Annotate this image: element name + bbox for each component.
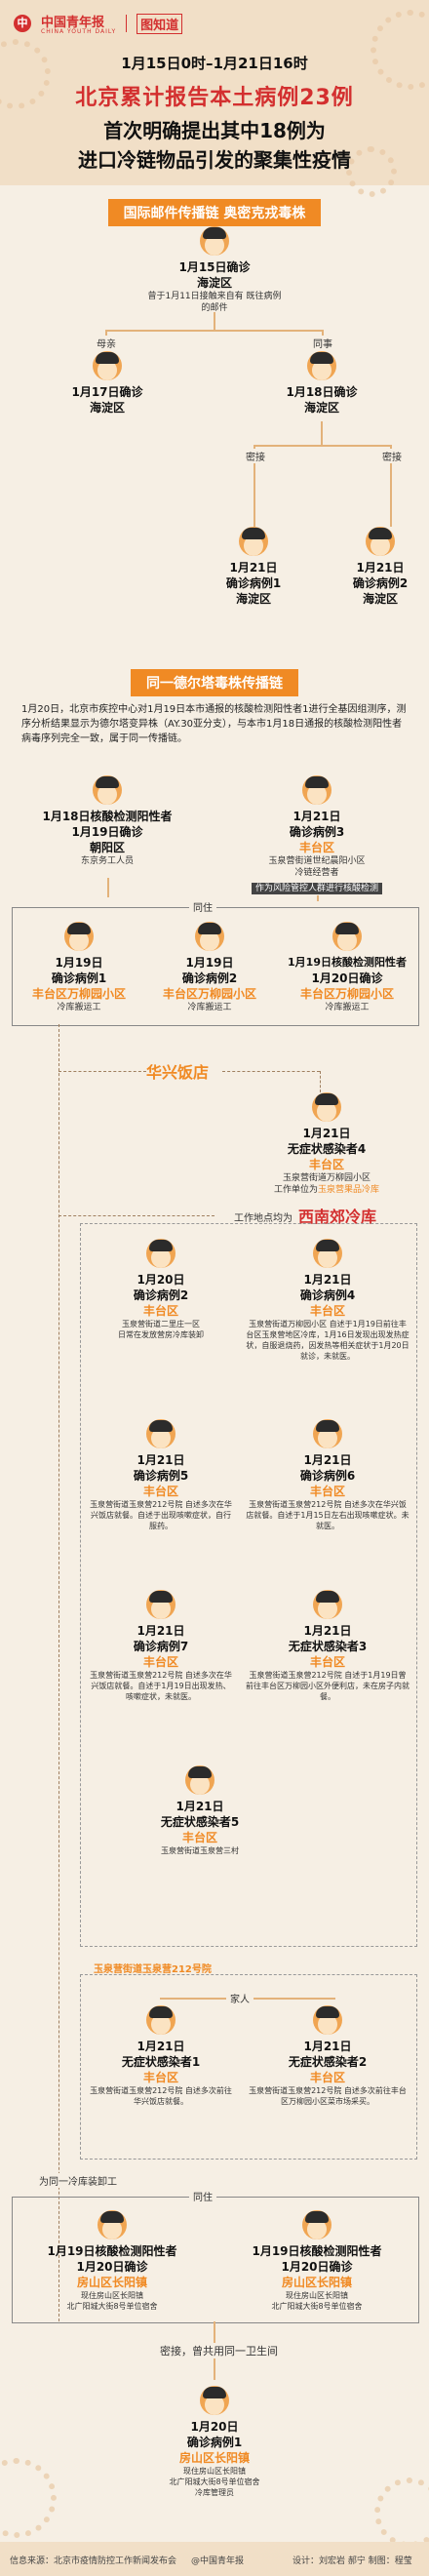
person-avatar-icon [313, 1239, 342, 1268]
footer-credit: 设计：刘宏岩 郝宁 制图：程莹 [292, 2556, 412, 2566]
case-node-wanliu-2: 1月19日 确诊病例2 丰台区万柳园小区 冷库搬运工 [146, 922, 273, 1013]
section-banner-mail-chain: 国际邮件传播链 奥密克戎毒株 [0, 199, 429, 226]
virus-decoration-icon [0, 2458, 57, 2538]
case-node-confirmed-4: 1月21日 确诊病例4 丰台区 玉泉营街道万柳园小区 自述于1月19日前往丰台区… [246, 1239, 410, 1362]
branch-dashed-line [320, 1071, 321, 1092]
footer-source: 信息来源：北京市疫情防控工作新闻发布会 [10, 2556, 177, 2566]
work-label: 工作地点均为 [230, 1209, 296, 1224]
person-avatar-icon [146, 2005, 176, 2035]
person-avatar-icon [93, 351, 122, 380]
person-avatar-icon [366, 527, 395, 556]
connector-line [254, 445, 392, 447]
branch-dashed-line [58, 1071, 146, 1072]
person-avatar-icon [146, 1419, 176, 1448]
person-avatar-icon [195, 922, 224, 951]
virus-decoration-icon [374, 2477, 429, 2548]
person-avatar-icon [64, 922, 94, 951]
brand-logo: 中 中国青年报 CHINA YOUTH DAILY 图知道 [14, 12, 183, 35]
person-avatar-icon [185, 1765, 214, 1795]
date-range: 1月15日0时–1月21日16时 [121, 55, 308, 72]
case-node-fangshan-3: 1月20日 确诊病例1 房山区长阳镇 现住房山区长阳镇 北广阳城大街8号单位宿舍… [127, 2386, 302, 2498]
case-node-confirmed-7: 1月21日 确诊病例7 丰台区 玉泉营街道玉泉营212号院 自述多次在华兴饭店就… [88, 1590, 234, 1702]
footer-weibo: @中国青年报 [191, 2556, 245, 2566]
person-avatar-icon [98, 2210, 127, 2239]
case-node-fangshan-2: 1月19日核酸检测阳性者 1月20日确诊 房山区长阳镇 现住房山区长阳镇 北广阳… [224, 2210, 410, 2312]
relation-label: 同住 [189, 2189, 216, 2203]
location-xinanjiao: 西南郊冷库 [298, 1208, 377, 1226]
relation-label: 同住 [189, 899, 216, 914]
trunk-dashed-line [58, 1024, 59, 2321]
brand-badge-icon: 中 [14, 15, 31, 32]
case-node-jan18: 1月18日确诊 海淀区 [263, 351, 380, 416]
case-node-confirmed-6: 1月21日 确诊病例6 丰台区 玉泉营街道玉泉营212号院 自述多次在华兴饭店就… [246, 1419, 410, 1531]
person-avatar-icon [313, 1590, 342, 1619]
case-node-asym-2: 1月21日 无症状感染者2 丰台区 玉泉营街道玉泉营212号院 自述多次前往丰台… [246, 2005, 410, 2107]
connector-line [317, 895, 319, 901]
case-node-asym-1: 1月21日 无症状感染者1 丰台区 玉泉营街道玉泉营212号院 自述多次前往华兴… [88, 2005, 234, 2107]
connector-line [214, 312, 215, 330]
case-node-asym-4: 1月21日 无症状感染者4 丰台区 玉泉营街道万柳园小区 工作单位为玉泉营果品冷… [254, 1092, 400, 1196]
connector-line [390, 445, 392, 527]
case-node-wanliu-1: 1月19日 确诊病例1 丰台区万柳园小区 冷库搬运工 [16, 922, 142, 1013]
person-avatar-icon [332, 922, 362, 951]
case-node-confirmed-2: 1月20日 确诊病例2 丰台区 玉泉营街道二里庄一区 日常在发放营房冷库装卸 [88, 1239, 234, 1340]
case-node-wanliu-3: 1月19日核酸检测阳性者 1月20日确诊 丰台区万柳园小区 冷库搬运工 [279, 922, 415, 1013]
person-avatar-icon [312, 1092, 341, 1122]
person-avatar-icon [146, 1239, 176, 1268]
case-node-jan15: 1月15日确诊 海淀区 曾于1月11日接触来自有 既往病例的邮件 [147, 226, 282, 314]
person-avatar-icon [302, 775, 332, 805]
relation-label: 密接 [242, 449, 269, 463]
section-banner-delta-chain: 同一德尔塔毒株传播链 [0, 669, 429, 696]
person-avatar-icon [313, 1419, 342, 1448]
person-avatar-icon [93, 775, 122, 805]
virus-decoration-icon [370, 10, 429, 90]
same-cold-storage-label: 为同一冷库装卸工 [35, 2173, 121, 2188]
case-node-fengtai-3: 1月21日 确诊病例3 丰台区 玉泉营街道世纪晨阳小区 冷链经营者 作为风险管控… [224, 775, 410, 894]
person-avatar-icon [146, 1590, 176, 1619]
yard-212-label: 玉泉营街道玉泉营212号院 [90, 1961, 215, 1975]
page-subtitle-line1: 首次明确提出其中18例为 [103, 119, 326, 142]
relation-label: 家人 [226, 1991, 254, 2005]
case-node-asym-3: 1月21日 无症状感染者3 丰台区 玉泉营街道玉泉营212号院 自述于1月19日… [246, 1590, 410, 1702]
page-title: 北京累计报告本土病例23例 [75, 86, 354, 110]
relation-label: 密接 [378, 449, 406, 463]
delta-paragraph: 1月20日，北京市疾控中心对1月19日本市通报的核酸检测阳性者1进行全基因组测序… [21, 704, 407, 744]
case-node-asym-5: 1月21日 无症状感染者5 丰台区 玉泉营街道玉泉营三村 [127, 1765, 273, 1856]
person-avatar-icon [239, 527, 268, 556]
relation-label: 母亲 [93, 336, 120, 350]
brand-column: 图知道 [136, 13, 183, 34]
case-node-chaoyang: 1月18日核酸检测阳性者 1月19日确诊 朝阳区 东京务工人员 [29, 775, 185, 867]
cold-storage-group-box [80, 1223, 417, 1947]
page-subtitle-line2: 进口冷链物品引发的聚集性疫情 [78, 148, 351, 172]
branch-dashed-line [58, 1215, 214, 1216]
relation-label: 同事 [309, 336, 336, 350]
connector-line [105, 330, 324, 332]
person-avatar-icon [302, 2210, 332, 2239]
branch-dashed-line [222, 1071, 320, 1072]
person-avatar-icon [200, 226, 229, 256]
case-node-jan21-1: 1月21日 确诊病例1 海淀区 [205, 527, 302, 607]
yard-212-box [80, 1974, 417, 2160]
shared-bathroom-label: 密接，曾共用同一卫生间 [156, 2343, 282, 2358]
connector-line [107, 878, 109, 897]
case-node-jan17: 1月17日确诊 海淀区 [49, 351, 166, 416]
case-node-jan21-2: 1月21日 确诊病例2 海淀区 [332, 527, 429, 607]
brand-subtitle: CHINA YOUTH DAILY [41, 28, 117, 35]
logo-divider [126, 15, 128, 32]
person-avatar-icon [307, 351, 336, 380]
person-avatar-icon [200, 2386, 229, 2415]
virus-decoration-icon [0, 39, 51, 109]
connector-line [254, 445, 255, 527]
person-avatar-icon [313, 2005, 342, 2035]
case-node-fangshan-1: 1月19日核酸检测阳性者 1月20日确诊 房山区长阳镇 现住房山区长阳镇 北广阳… [20, 2210, 205, 2312]
footer: 信息来源：北京市疫情防控工作新闻发布会 @中国青年报 设计：刘宏岩 郝宁 制图：… [0, 2542, 429, 2576]
connector-line [321, 421, 323, 445]
case-node-confirmed-5: 1月21日 确诊病例5 丰台区 玉泉营街道玉泉营212号院 自述多次在华兴饭店就… [88, 1419, 234, 1531]
brand-name: 中国青年报 [41, 16, 105, 30]
virus-decoration-icon [346, 146, 397, 197]
header: 中 中国青年报 CHINA YOUTH DAILY 图知道 1月15日0时–1月… [0, 0, 429, 197]
location-huaxing: 华兴饭店 [146, 1063, 210, 1082]
